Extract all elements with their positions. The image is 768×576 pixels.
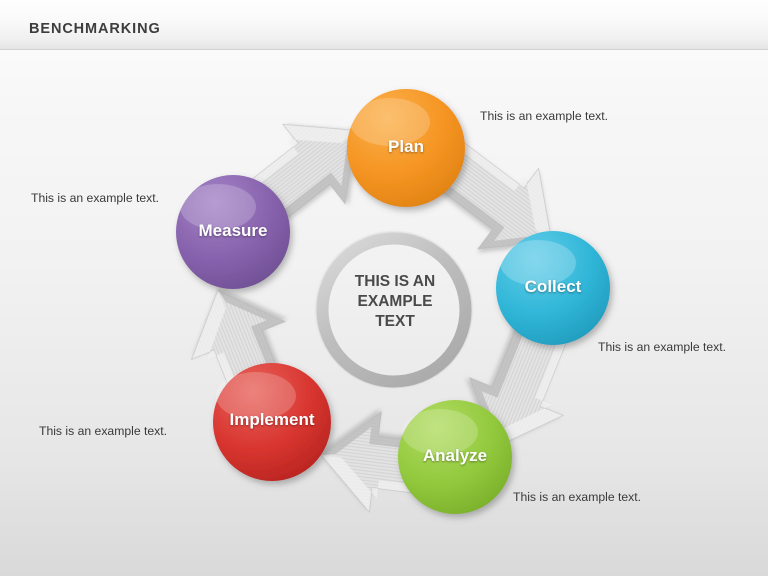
callout-plan: This is an example text. — [480, 109, 609, 123]
callout-analyze: This is an example text. — [513, 490, 642, 504]
node-measure-circle[interactable] — [176, 175, 290, 289]
page-title: BENCHMARKING — [29, 21, 161, 37]
callout-collect: This is an example text. — [598, 340, 727, 354]
center-ring — [314, 230, 474, 390]
slide-header-bar: BENCHMARKING — [0, 0, 768, 50]
node-plan-circle[interactable] — [347, 89, 465, 207]
node-implement-circle[interactable] — [213, 363, 331, 481]
cycle-nodes — [176, 89, 610, 514]
callout-measure: This is an example text. — [31, 191, 160, 205]
node-collect-circle[interactable] — [496, 231, 610, 345]
node-analyze-circle[interactable] — [398, 400, 512, 514]
callout-implement: This is an example text. — [39, 424, 168, 438]
